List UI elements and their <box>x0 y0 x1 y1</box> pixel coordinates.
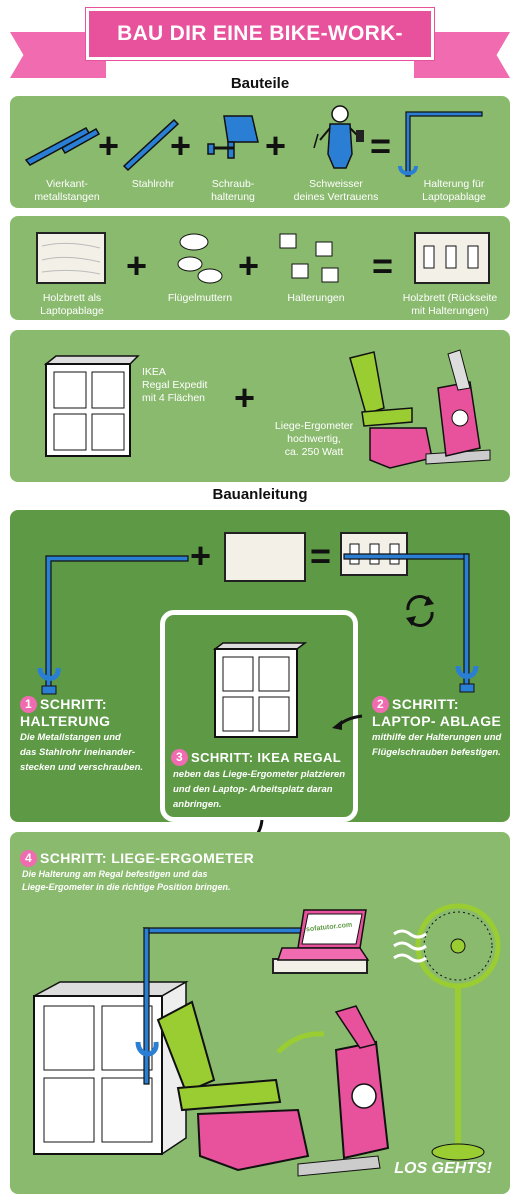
parts-row-3: IKEA Regal Expedit mit 4 Flächen + Liege… <box>10 330 510 482</box>
step-1-description: Die Metallstangen und das Stahlrohr inei… <box>20 732 144 773</box>
holder-icon <box>37 555 189 695</box>
equals-operator: = <box>372 245 394 286</box>
plus-operator: + <box>190 535 212 576</box>
equals-operator: = <box>310 535 332 576</box>
closing-text: LOS GEHTS! <box>394 1160 492 1177</box>
section-heading-instructions: Bauanleitung <box>212 486 308 503</box>
plus-operator: + <box>126 245 148 286</box>
step-3-description: neben das Liege-Ergometer platzieren und… <box>173 769 346 810</box>
part-label-welder: Schweisser deines Vertrauens <box>293 178 379 203</box>
step-2-description: mithilfe der Halterungen und Flügelschra… <box>372 732 502 758</box>
square-metal-rods-icon <box>24 127 101 166</box>
recumbent-bike-icon <box>349 349 491 469</box>
step-4-description: Die Halterung am Regal befestigen und da… <box>22 869 231 892</box>
plus-operator: + <box>265 125 287 166</box>
part-label-board: Holzbrett als Laptopablage <box>40 292 104 317</box>
laptop-mount-icon <box>398 111 483 177</box>
wing-nut-icon <box>177 233 223 284</box>
part-label-mount: Halterung für Laptopablage <box>422 178 486 203</box>
part-label-clamp: Schraub- halterung <box>211 178 255 203</box>
part-label-rods: Vierkant- metallstangen <box>34 178 100 203</box>
wood-board-icon <box>224 532 306 582</box>
step-1-number: 1 <box>20 696 37 713</box>
part-label-pipe: Stahlrohr <box>131 178 175 190</box>
page-title: BAU DIR EINE BIKE-WORK-STATION! <box>86 8 434 91</box>
wind-icon <box>393 929 427 963</box>
part-label-board-back: Holzbrett (Rückseite mit Halterungen) <box>402 292 498 317</box>
part-label-brackets: Halterungen <box>287 292 345 304</box>
assembled-holder-icon <box>343 553 479 693</box>
section-heading-parts: Bauteile <box>230 75 290 92</box>
recumbent-bike-icon <box>156 1000 390 1177</box>
fan-icon <box>415 903 501 1161</box>
board-back-icon <box>414 232 490 284</box>
parts-row-1: + + + = Vierkant- metallstangen Stahlroh… <box>10 96 510 208</box>
plus-operator: + <box>98 125 120 166</box>
shelf-icon <box>212 642 308 738</box>
wood-board-icon <box>36 232 106 284</box>
parts-row-2: + + = Holzbrett als Laptopablage Flügelm… <box>10 216 510 320</box>
welder-icon <box>313 105 364 169</box>
step-2-number: 2 <box>372 696 389 713</box>
step-3-number: 3 <box>171 749 188 766</box>
plus-operator: + <box>170 125 192 166</box>
part-label-shelf: IKEA Regal Expedit mit 4 Flächen <box>142 366 208 404</box>
steel-pipe-icon <box>122 118 180 172</box>
laptop-icon <box>276 909 370 961</box>
plus-operator: + <box>238 245 260 286</box>
part-label-ergometer: Liege-Ergometer hochwertig, ca. 250 Watt <box>274 420 354 458</box>
arrow-left-icon <box>332 714 363 730</box>
step-4-number: 4 <box>20 850 37 867</box>
part-label-wingnut: Flügelmuttern <box>167 292 233 304</box>
plus-operator: + <box>234 377 256 418</box>
brackets-icon <box>279 233 339 283</box>
equals-operator: = <box>370 125 392 166</box>
screw-clamp-icon <box>207 115 259 159</box>
rotate-icon <box>406 595 434 627</box>
shelf-icon <box>43 355 140 457</box>
